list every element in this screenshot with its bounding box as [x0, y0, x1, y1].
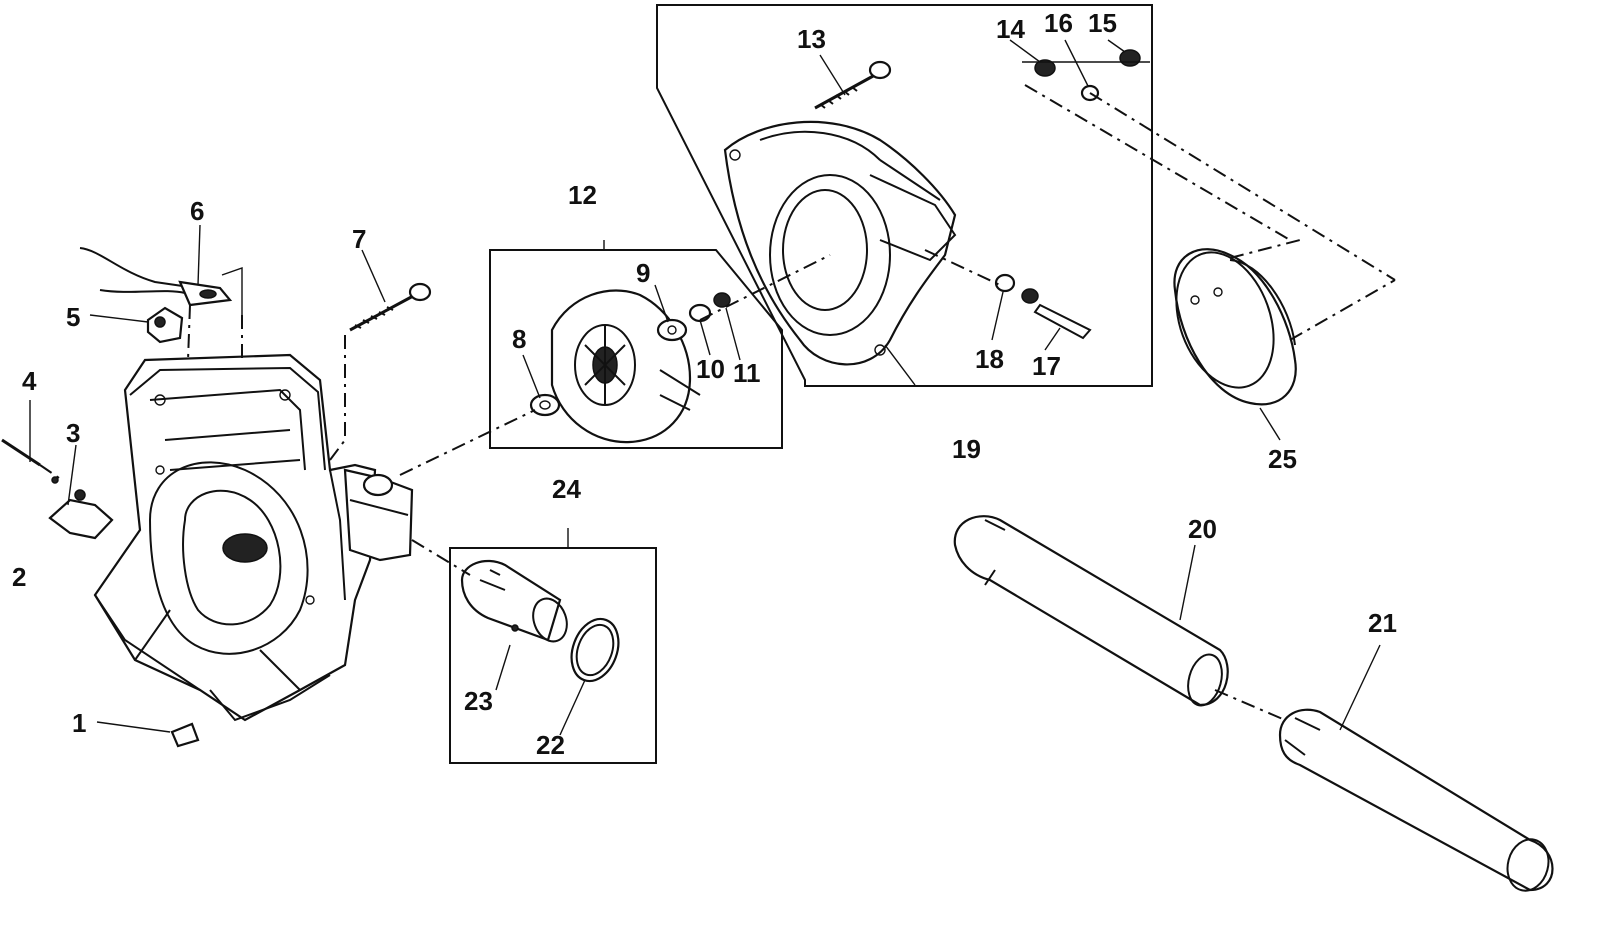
label-part-12: 12 — [568, 180, 597, 210]
label-part-9: 9 — [636, 258, 650, 288]
label-part-25: 25 — [1268, 444, 1297, 474]
label-part-7: 7 — [352, 224, 366, 254]
label-part-13: 13 — [797, 24, 826, 54]
label-part-5: 5 — [66, 302, 80, 332]
part-4-screw — [1, 400, 63, 484]
part-22-clamp — [559, 617, 620, 736]
part-8-washer — [522, 354, 561, 417]
label-part-14: 14 — [996, 14, 1025, 44]
label-part-20: 20 — [1188, 514, 1217, 544]
part-20-tube — [953, 515, 1229, 707]
label-part-17: 17 — [1032, 351, 1061, 381]
part-5-switch — [89, 306, 184, 344]
label-part-2: 2 — [12, 562, 26, 592]
group-box-12 — [489, 240, 783, 449]
label-part-3: 3 — [66, 418, 80, 448]
label-part-11: 11 — [733, 358, 761, 388]
blower-housing — [93, 353, 377, 722]
group-box-19 — [656, 4, 1153, 387]
part-7-bolt — [329, 249, 432, 461]
label-part-24: 24 — [552, 474, 581, 504]
label-part-18: 18 — [975, 344, 1004, 374]
part-23-adapter-tube — [460, 559, 568, 691]
label-part-22: 22 — [536, 730, 565, 760]
label-part-19: 19 — [952, 434, 981, 464]
assembly-center-lines — [399, 249, 1286, 721]
part-1-tag — [96, 721, 200, 748]
label-part-10: 10 — [696, 354, 725, 384]
part-labels: 1 2 3 4 5 6 7 8 9 10 11 12 13 14 16 15 1… — [12, 8, 1397, 760]
blower-cover — [723, 120, 957, 386]
label-part-15: 15 — [1088, 8, 1117, 38]
label-part-4: 4 — [22, 366, 37, 396]
parts-17-18-hardware — [991, 273, 1092, 351]
impeller-fan — [550, 289, 701, 444]
housing-outlet — [343, 468, 414, 562]
label-part-23: 23 — [464, 686, 493, 716]
part-3-bracket — [48, 444, 114, 540]
part-25-ring — [1173, 239, 1396, 441]
group-box-24 — [449, 528, 657, 764]
label-part-6: 6 — [190, 196, 204, 226]
parts-14-15-16-hardware — [1009, 39, 1396, 281]
part-6-wire-harness — [79, 224, 243, 361]
part-13-bolt — [814, 54, 892, 110]
label-part-21: 21 — [1368, 608, 1397, 638]
part-21-tube — [1278, 644, 1554, 892]
label-part-16: 16 — [1044, 8, 1073, 38]
label-part-1: 1 — [72, 708, 86, 738]
label-part-8: 8 — [512, 324, 526, 354]
